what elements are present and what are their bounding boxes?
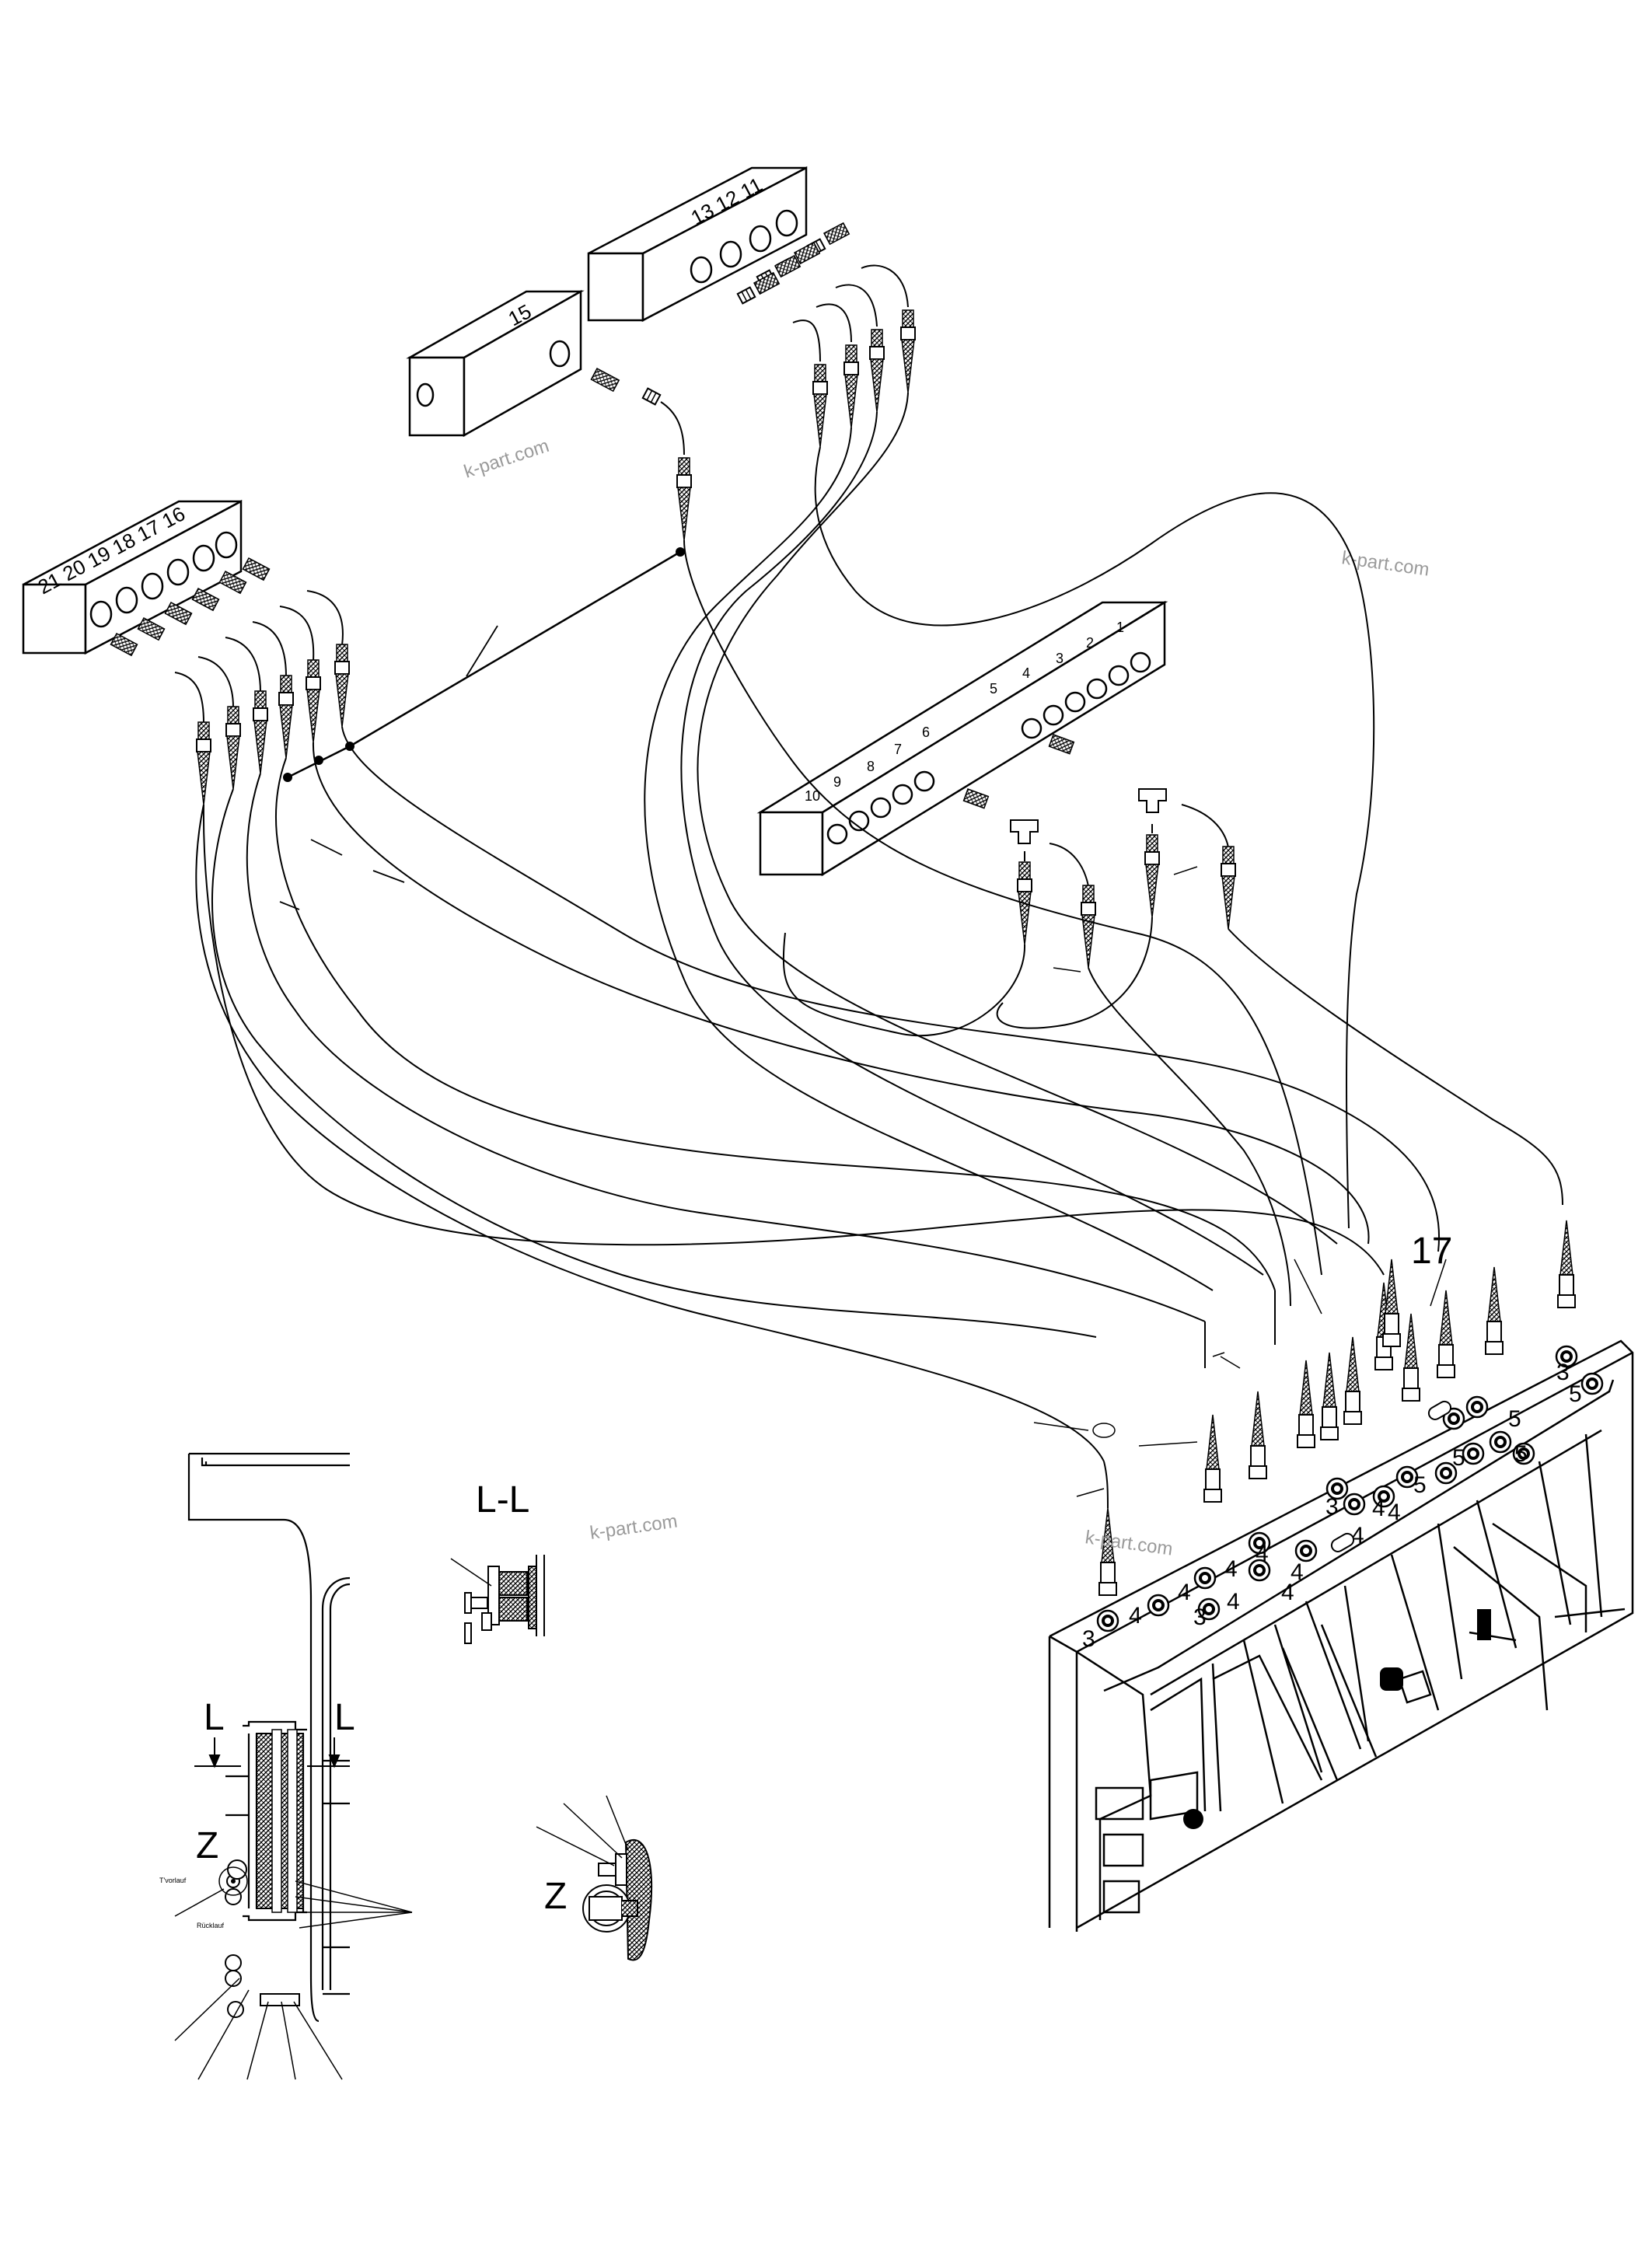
manifold-block-top-right [587,166,808,323]
detail-z [536,1795,653,1961]
svg-text:6: 6 [922,724,930,740]
detail-title-z: Z [544,1876,567,1917]
section-title-l-l: L-L [476,1479,529,1521]
manifold-block-center [756,600,1168,877]
svg-text:2: 2 [1086,635,1094,651]
svg-text:4: 4 [1022,665,1030,681]
svg-text:3: 3 [1325,1494,1339,1520]
svg-text:4: 4 [1256,1541,1269,1566]
small-label-a: T'vorlauf [159,1877,187,1884]
block-top-right-fittings [736,222,916,448]
section-markers [194,1737,350,1768]
watermark: k-part.com [1084,1527,1174,1560]
svg-text:5: 5 [1452,1445,1465,1471]
frame-dark-parts [1183,1609,1491,1829]
hose-routing [195,392,1563,1509]
svg-text:4: 4 [1388,1500,1401,1525]
svg-text:4: 4 [1178,1580,1191,1605]
panel-slots [1330,1400,1452,1552]
svg-text:5: 5 [990,681,997,697]
center-block-numbers: 10 9 8 7 6 5 4 3 2 1 [805,620,1124,804]
svg-text:5: 5 [1508,1406,1521,1432]
svg-text:5: 5 [1569,1381,1582,1407]
block-single-fitting [590,367,692,541]
svg-text:4: 4 [1351,1523,1364,1548]
callout-17: 17 [1411,1231,1452,1272]
svg-text:4: 4 [1224,1556,1238,1582]
leader-lines-panel [1033,866,1447,1497]
svg-text:3: 3 [1193,1604,1207,1630]
svg-text:4: 4 [1372,1496,1385,1521]
manifold-block-single [406,289,585,438]
svg-text:10: 10 [805,788,820,804]
detail-l-l [450,1555,545,1644]
section-marker-l-left: L [204,1697,225,1738]
section-leader-lines [174,1880,413,2080]
bundle-tie-points [283,547,685,782]
svg-text:3: 3 [1082,1626,1095,1652]
center-block-fittings [962,734,1236,969]
section-view-hose-bundle [226,1729,304,1913]
panel-circuit-numbers: 3 4 4 4 4 4 3 4 3 4 5 5 5 3 5 5 4 4 4 [1082,1360,1582,1652]
svg-text:9: 9 [833,774,841,790]
block-left-fittings [110,557,350,805]
manifold-block-left [22,499,243,655]
svg-text:4: 4 [1281,1580,1294,1605]
svg-text:3: 3 [1556,1360,1570,1385]
svg-text:1: 1 [1116,620,1124,635]
watermark: k-part.com [462,435,552,483]
small-label-b: Rücklauf [197,1922,225,1929]
section-view-bolts [225,1859,300,2018]
svg-text:5: 5 [1413,1472,1427,1498]
svg-text:4: 4 [1129,1603,1142,1629]
svg-text:4: 4 [1291,1559,1304,1585]
svg-text:4: 4 [1227,1589,1240,1615]
section-marker-l-right: L [334,1697,355,1738]
svg-text:7: 7 [894,742,902,757]
detail-z-circle [218,1866,248,1896]
detail-marker-z: Z [196,1825,218,1866]
watermark: k-part.com [589,1510,679,1544]
svg-text:8: 8 [867,759,875,774]
mounting-frame [1048,1339,1634,1932]
svg-text:3: 3 [1056,651,1063,666]
svg-text:5: 5 [1514,1441,1528,1467]
